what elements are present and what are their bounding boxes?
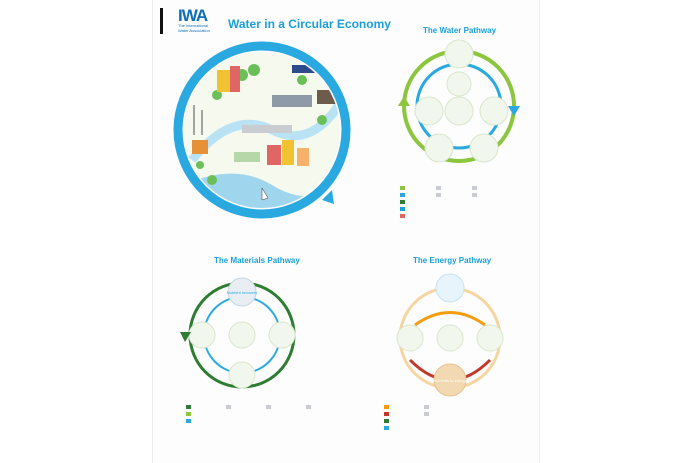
logo-divider <box>160 8 163 34</box>
materials-pathway-diagram: Nutrient recovery <box>180 277 296 389</box>
iwa-logo: IWA <box>178 6 208 25</box>
energy-pathway-legend <box>384 405 504 435</box>
materials-pathway-title: The Materials Pathway <box>214 256 300 265</box>
water-cycle-ring <box>173 41 351 219</box>
main-circular-economy-illustration <box>173 41 351 219</box>
water-pathway-title: The Water Pathway <box>423 26 497 35</box>
water-pathway-legend <box>400 186 510 226</box>
materials-pathway-legend <box>186 405 336 435</box>
iwa-logo-subtitle: The International Water Association <box>178 23 210 33</box>
water-pathway-diagram <box>398 39 520 163</box>
energy-pathway-title: The Energy Pathway <box>413 256 492 265</box>
energy-pathway-diagram: Nutrients to energy <box>396 273 504 397</box>
materials-center-label: Nutrient recovery <box>227 290 257 295</box>
energy-center-label: Nutrients to energy <box>433 378 467 383</box>
main-title: Water in a Circular Economy <box>228 17 391 31</box>
